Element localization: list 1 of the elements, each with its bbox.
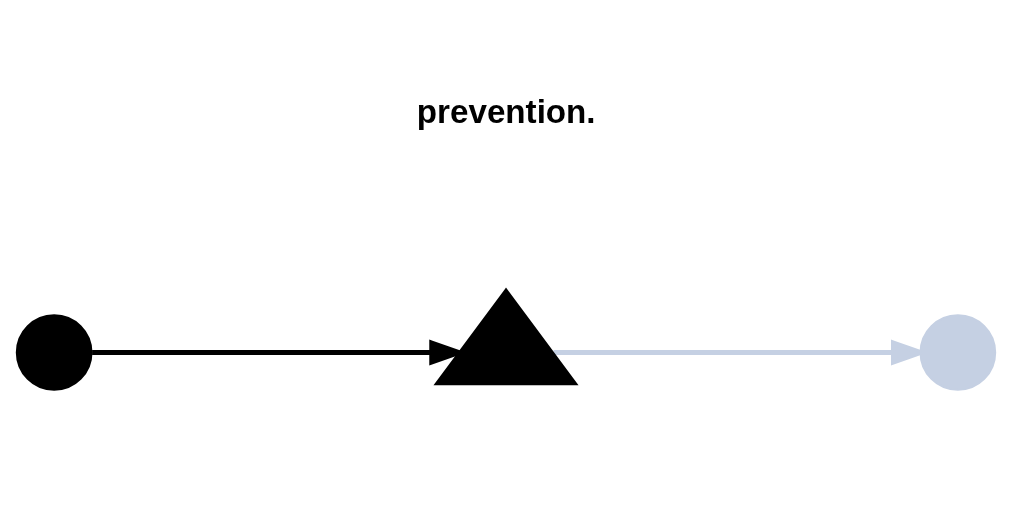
diagram-title: prevention. xyxy=(416,93,596,131)
